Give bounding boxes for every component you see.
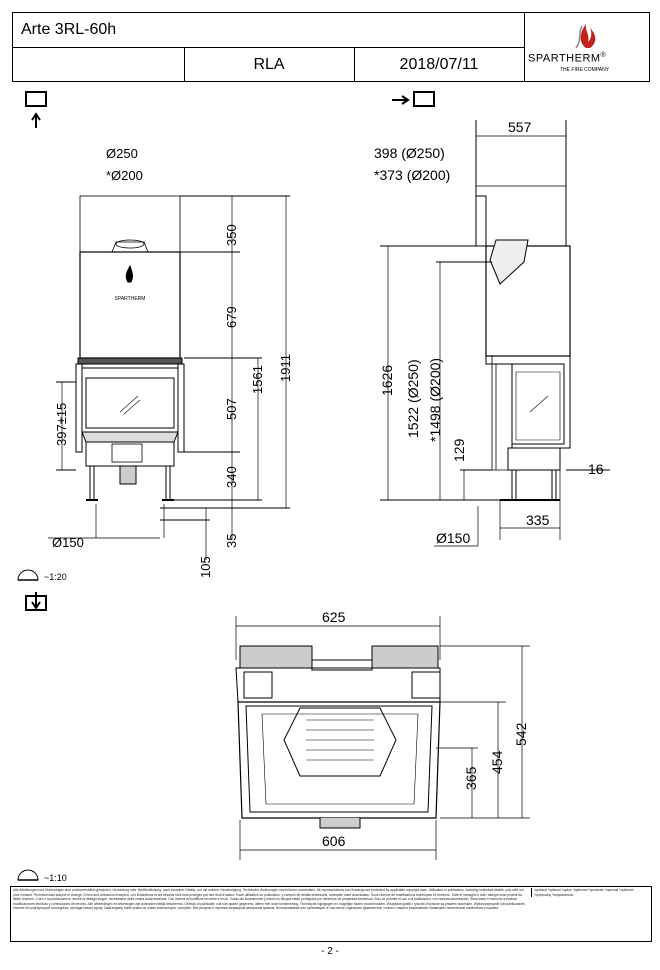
logo-tagline: THE FIRE COMPANY bbox=[560, 67, 610, 73]
drawing-date: 2018/07/11 bbox=[399, 55, 479, 73]
dim-335: 335 bbox=[526, 512, 550, 528]
dim-side-dia150: Ø150 bbox=[436, 530, 470, 546]
dim-105: 105 bbox=[198, 556, 213, 578]
dim-542: 542 bbox=[513, 722, 529, 746]
front-view-icon bbox=[25, 91, 47, 128]
logo-divider bbox=[524, 13, 525, 81]
dim-dia200: *Ø200 bbox=[106, 168, 143, 183]
ruler-icon-1 bbox=[17, 569, 39, 581]
dim-373: *373 (Ø200) bbox=[374, 167, 450, 183]
page-number: - 2 - bbox=[321, 946, 339, 957]
dim-625: 625 bbox=[322, 609, 346, 625]
title-block: Arte 3RL-60h RLA 2018/07/11 bbox=[12, 12, 650, 82]
side-view-icon bbox=[392, 91, 435, 107]
scale-2-label: ~1:10 bbox=[44, 873, 67, 883]
type-code: RLA bbox=[253, 55, 285, 73]
dim-365: 365 bbox=[463, 766, 479, 790]
dim-16: 16 bbox=[588, 461, 604, 477]
dim-1522: 1522 (Ø250) bbox=[405, 359, 421, 438]
dim-dia250: Ø250 bbox=[106, 146, 138, 161]
dim-397: 397±15 bbox=[54, 403, 69, 446]
model-title: Arte 3RL-60h bbox=[21, 21, 117, 38]
legal-notice: Alle Abbildungen und Zeichnungen sind ur… bbox=[10, 886, 652, 942]
stove-brand-label: SPARTHERM bbox=[115, 296, 146, 302]
top-view bbox=[235, 616, 530, 860]
dim-454: 454 bbox=[489, 750, 505, 774]
logo-wordmark: SPARTHERM® bbox=[528, 52, 607, 65]
dim-557: 557 bbox=[508, 119, 532, 135]
dim-1498: *1498 (Ø200) bbox=[427, 358, 443, 442]
side-view bbox=[380, 120, 610, 547]
dim-front-dia150: Ø150 bbox=[52, 535, 84, 550]
front-view bbox=[48, 195, 290, 560]
dim-340: 340 bbox=[224, 466, 239, 488]
ruler-icon-2 bbox=[17, 869, 39, 881]
dim-1561: 1561 bbox=[250, 365, 265, 394]
dim-129: 129 bbox=[451, 438, 467, 462]
dim-507: 507 bbox=[224, 398, 239, 420]
dim-35: 35 bbox=[224, 534, 239, 548]
type-cell: RLA bbox=[184, 48, 355, 81]
flame-logo-icon bbox=[575, 24, 596, 49]
dim-350: 350 bbox=[224, 224, 239, 246]
dim-1911: 1911 bbox=[278, 354, 293, 382]
dim-1626: 1626 bbox=[379, 365, 395, 396]
empty-cell bbox=[13, 48, 185, 81]
title-row: Arte 3RL-60h bbox=[13, 13, 524, 48]
scale-1-label: ~1:20 bbox=[44, 572, 67, 582]
legal-text: Alle Abbildungen und Zeichnungen sind ur… bbox=[13, 888, 526, 911]
top-view-icon bbox=[25, 592, 47, 611]
legal-optional-column: *optional *optional *option *optionnel *… bbox=[531, 888, 650, 898]
dim-606: 606 bbox=[322, 833, 346, 849]
dim-398: 398 (Ø250) bbox=[374, 145, 445, 161]
dim-679: 679 bbox=[224, 306, 239, 328]
